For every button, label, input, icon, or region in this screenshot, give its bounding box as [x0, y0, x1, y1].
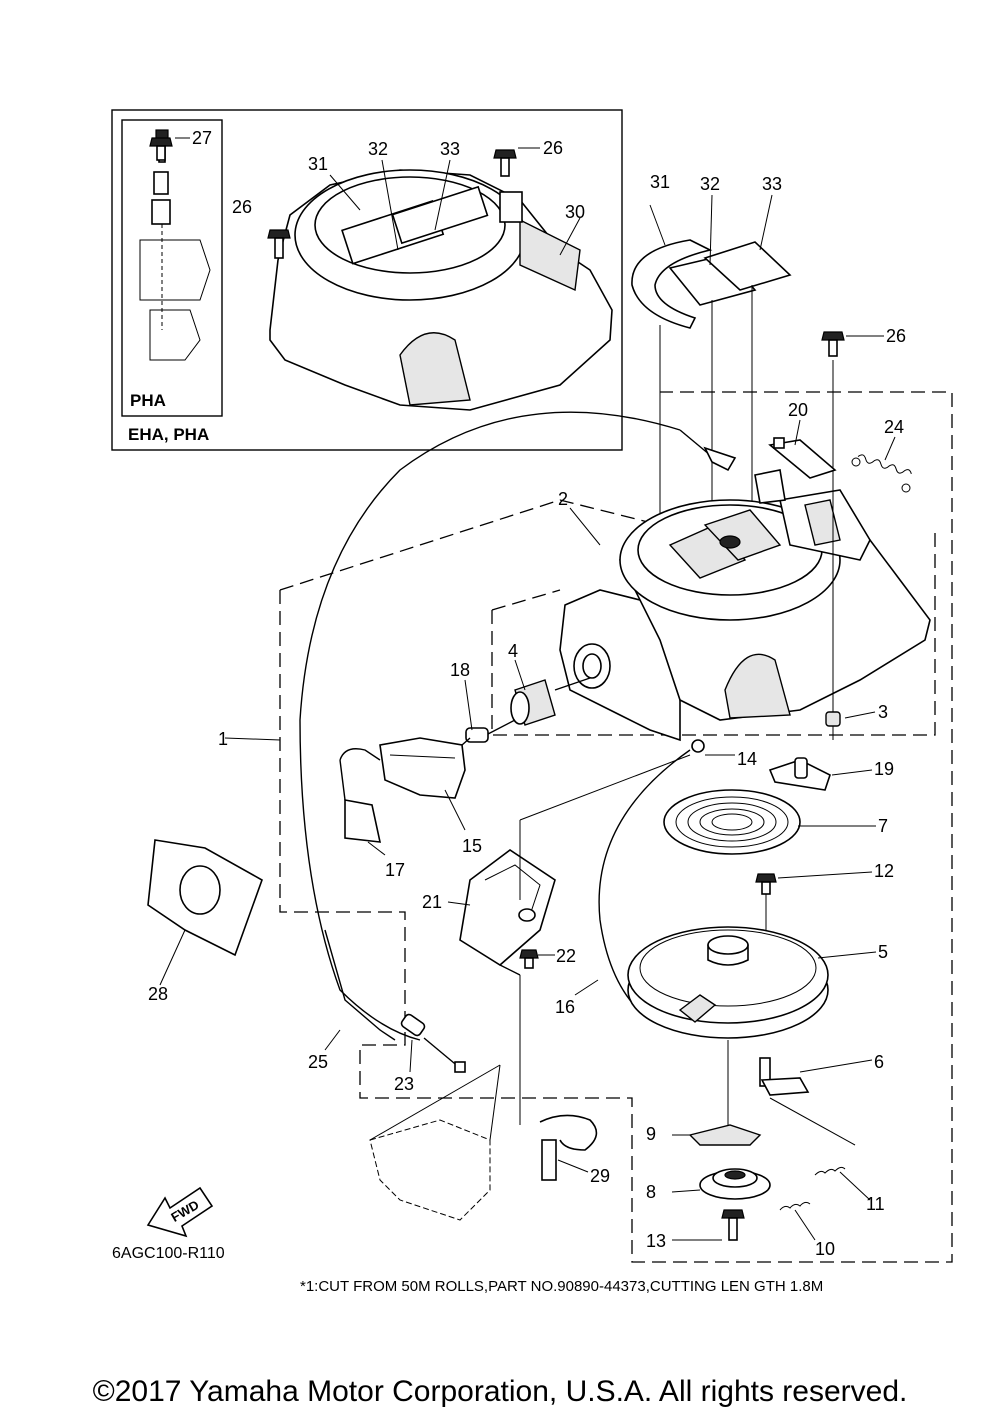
callout-15: 15: [462, 836, 482, 856]
spring-10: [779, 1201, 811, 1211]
inset-callout-32: 32: [368, 139, 388, 159]
spring-7: [663, 789, 801, 855]
callout-17: 17: [385, 860, 405, 880]
callout-26: 26: [886, 326, 906, 346]
footnote: *1:CUT FROM 50M ROLLS,PART NO.90890-4437…: [300, 1278, 824, 1295]
inset-callout-26-b: 26: [232, 197, 252, 217]
inset-callout-30: 30: [565, 202, 585, 222]
callout-32: 32: [700, 174, 720, 194]
decal-33: [703, 241, 792, 291]
nut-8: [699, 1168, 771, 1200]
callout-16: 16: [555, 997, 575, 1017]
clip-17: [339, 748, 382, 843]
callout-10: 10: [815, 1239, 835, 1259]
spring-24: [851, 454, 912, 493]
sleeve-18: [465, 719, 516, 743]
screw-13: [721, 1209, 745, 1241]
pawl-19: [768, 757, 831, 791]
inset-box: EHA, PHA PHA: [111, 109, 623, 451]
end-23: [400, 1013, 466, 1073]
decal-31: [631, 239, 713, 329]
callout-23: 23: [394, 1074, 414, 1094]
fwd-arrow: FWD: [146, 1186, 214, 1238]
callout-18: 18: [450, 660, 470, 680]
callout-28: 28: [148, 984, 168, 1004]
callout-13: 13: [646, 1231, 666, 1251]
plate-28: [147, 839, 263, 957]
callout-9: 9: [646, 1124, 656, 1144]
callout-20: 20: [788, 400, 808, 420]
handle-15: [379, 737, 471, 799]
plate-9: [688, 1124, 762, 1146]
callout-2: 2: [558, 489, 568, 509]
callout-12: 12: [874, 861, 894, 881]
inset-callout-26-a: 26: [543, 138, 563, 158]
callout-7: 7: [878, 816, 888, 836]
inset-callout-31: 31: [308, 154, 328, 174]
bracket-21: [459, 849, 556, 976]
pha-detail: [139, 129, 211, 361]
callout-8: 8: [646, 1182, 656, 1202]
screw-22: [519, 949, 539, 969]
callout-21: 21: [422, 892, 442, 912]
inset-bolt-26-b: [267, 229, 291, 259]
cable-25: [299, 411, 737, 1041]
copyright: ©2017 Yamaha Motor Corporation, U.S.A. A…: [92, 1375, 908, 1408]
inset-bolt-26-a: [493, 149, 517, 177]
callout-24: 24: [884, 417, 904, 437]
callout-5: 5: [878, 942, 888, 962]
callout-1: 1: [218, 729, 228, 749]
callout-19: 19: [874, 759, 894, 779]
inset-outer-label: EHA, PHA: [128, 425, 209, 444]
reel-5: [627, 926, 829, 1039]
rope-16: [519, 739, 705, 1021]
callout-33: 33: [762, 174, 782, 194]
starter-housing: [559, 469, 931, 742]
callout-22: 22: [556, 946, 576, 966]
lever-20: [768, 437, 837, 479]
callout-25: 25: [308, 1052, 328, 1072]
inset-callout-27: 27: [192, 128, 212, 148]
callout-6: 6: [874, 1052, 884, 1072]
callout-31: 31: [650, 172, 670, 192]
diagram-code: 6AGC100-R110: [112, 1245, 225, 1262]
cap-3: [825, 711, 841, 727]
rope-guide-4: [510, 677, 591, 726]
callout-29: 29: [590, 1166, 610, 1186]
callout-4: 4: [508, 641, 518, 661]
inset-cover: [269, 169, 613, 411]
callout-14: 14: [737, 749, 757, 769]
callout-3: 3: [878, 702, 888, 722]
inset-inner-label: PHA: [130, 391, 166, 410]
bolt-26: [821, 331, 845, 740]
spring-11: [814, 1166, 871, 1201]
callout-11: 11: [866, 1194, 885, 1214]
assembly-boundaries: [279, 391, 953, 1263]
pawl-6: [759, 1057, 810, 1096]
inset-bolt-27: [149, 137, 173, 161]
inset-callout-33: 33: [440, 139, 460, 159]
grommet-29: [519, 975, 598, 1181]
bracket-plate: [369, 1064, 501, 1221]
